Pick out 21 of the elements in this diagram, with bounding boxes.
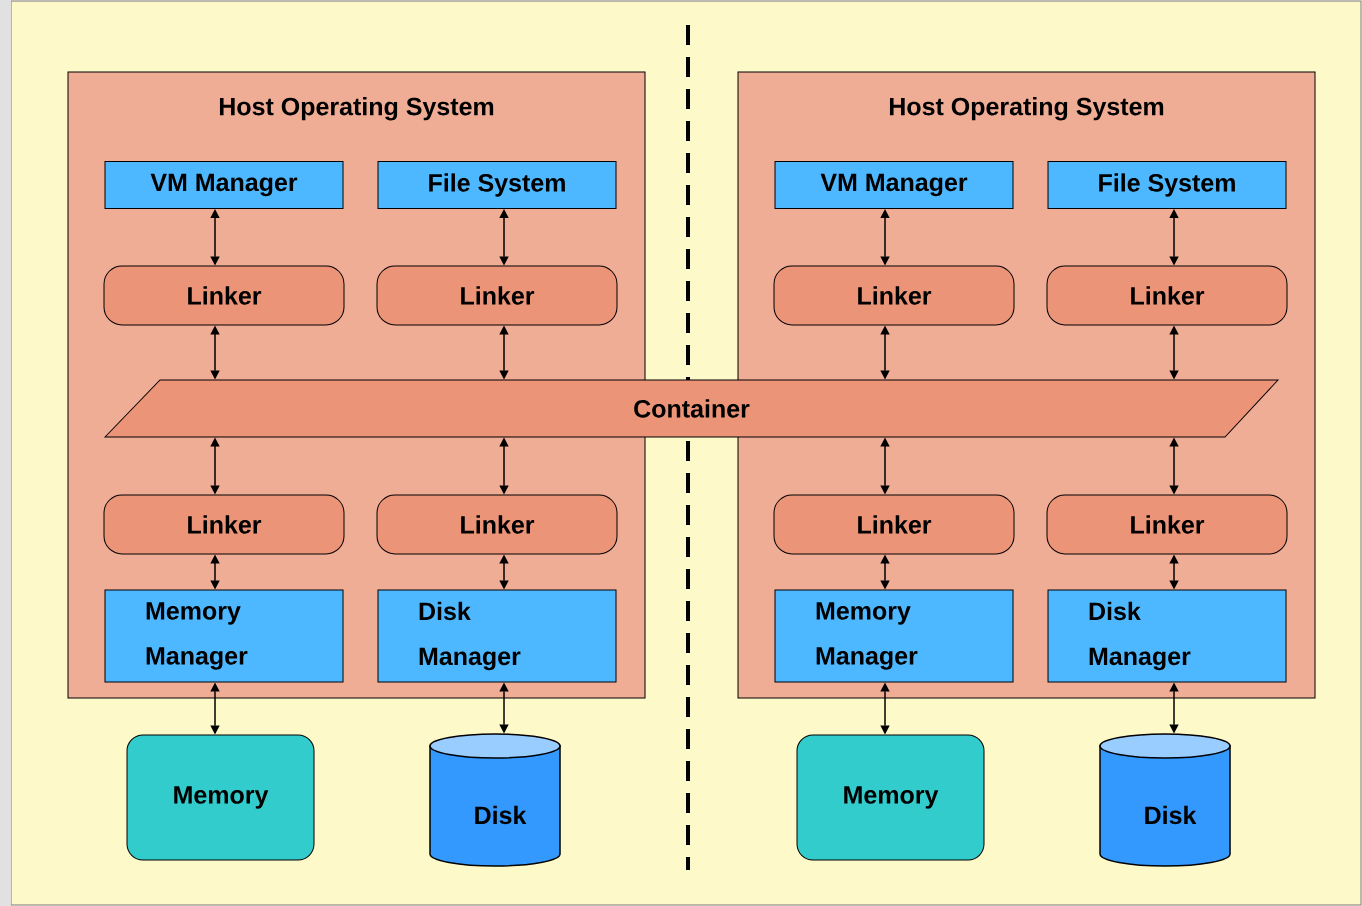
linker-box: Linker xyxy=(773,494,1015,555)
component-box: File System xyxy=(377,161,617,209)
linker-box: Linker xyxy=(773,265,1015,326)
disk-cylinder: Disk xyxy=(1099,733,1231,867)
disk-cylinder: Disk xyxy=(429,733,561,867)
component-box: Disk Manager xyxy=(1047,589,1287,683)
linker-box: Linker xyxy=(1046,265,1288,326)
component-box: VM Manager xyxy=(774,161,1014,209)
linker-box: Linker xyxy=(376,265,618,326)
component-box: Memory Manager xyxy=(774,589,1014,683)
component-box: Memory Manager xyxy=(104,589,344,683)
component-box: Disk Manager xyxy=(377,589,617,683)
linker-box: Linker xyxy=(376,494,618,555)
memory-box: Memory xyxy=(126,734,315,861)
container-parallelogram: Container xyxy=(104,379,1279,438)
linker-box: Linker xyxy=(1046,494,1288,555)
memory-box: Memory xyxy=(796,734,985,861)
linker-box: Linker xyxy=(103,494,345,555)
component-box: VM Manager xyxy=(104,161,344,209)
component-box: File System xyxy=(1047,161,1287,209)
linker-box: Linker xyxy=(103,265,345,326)
